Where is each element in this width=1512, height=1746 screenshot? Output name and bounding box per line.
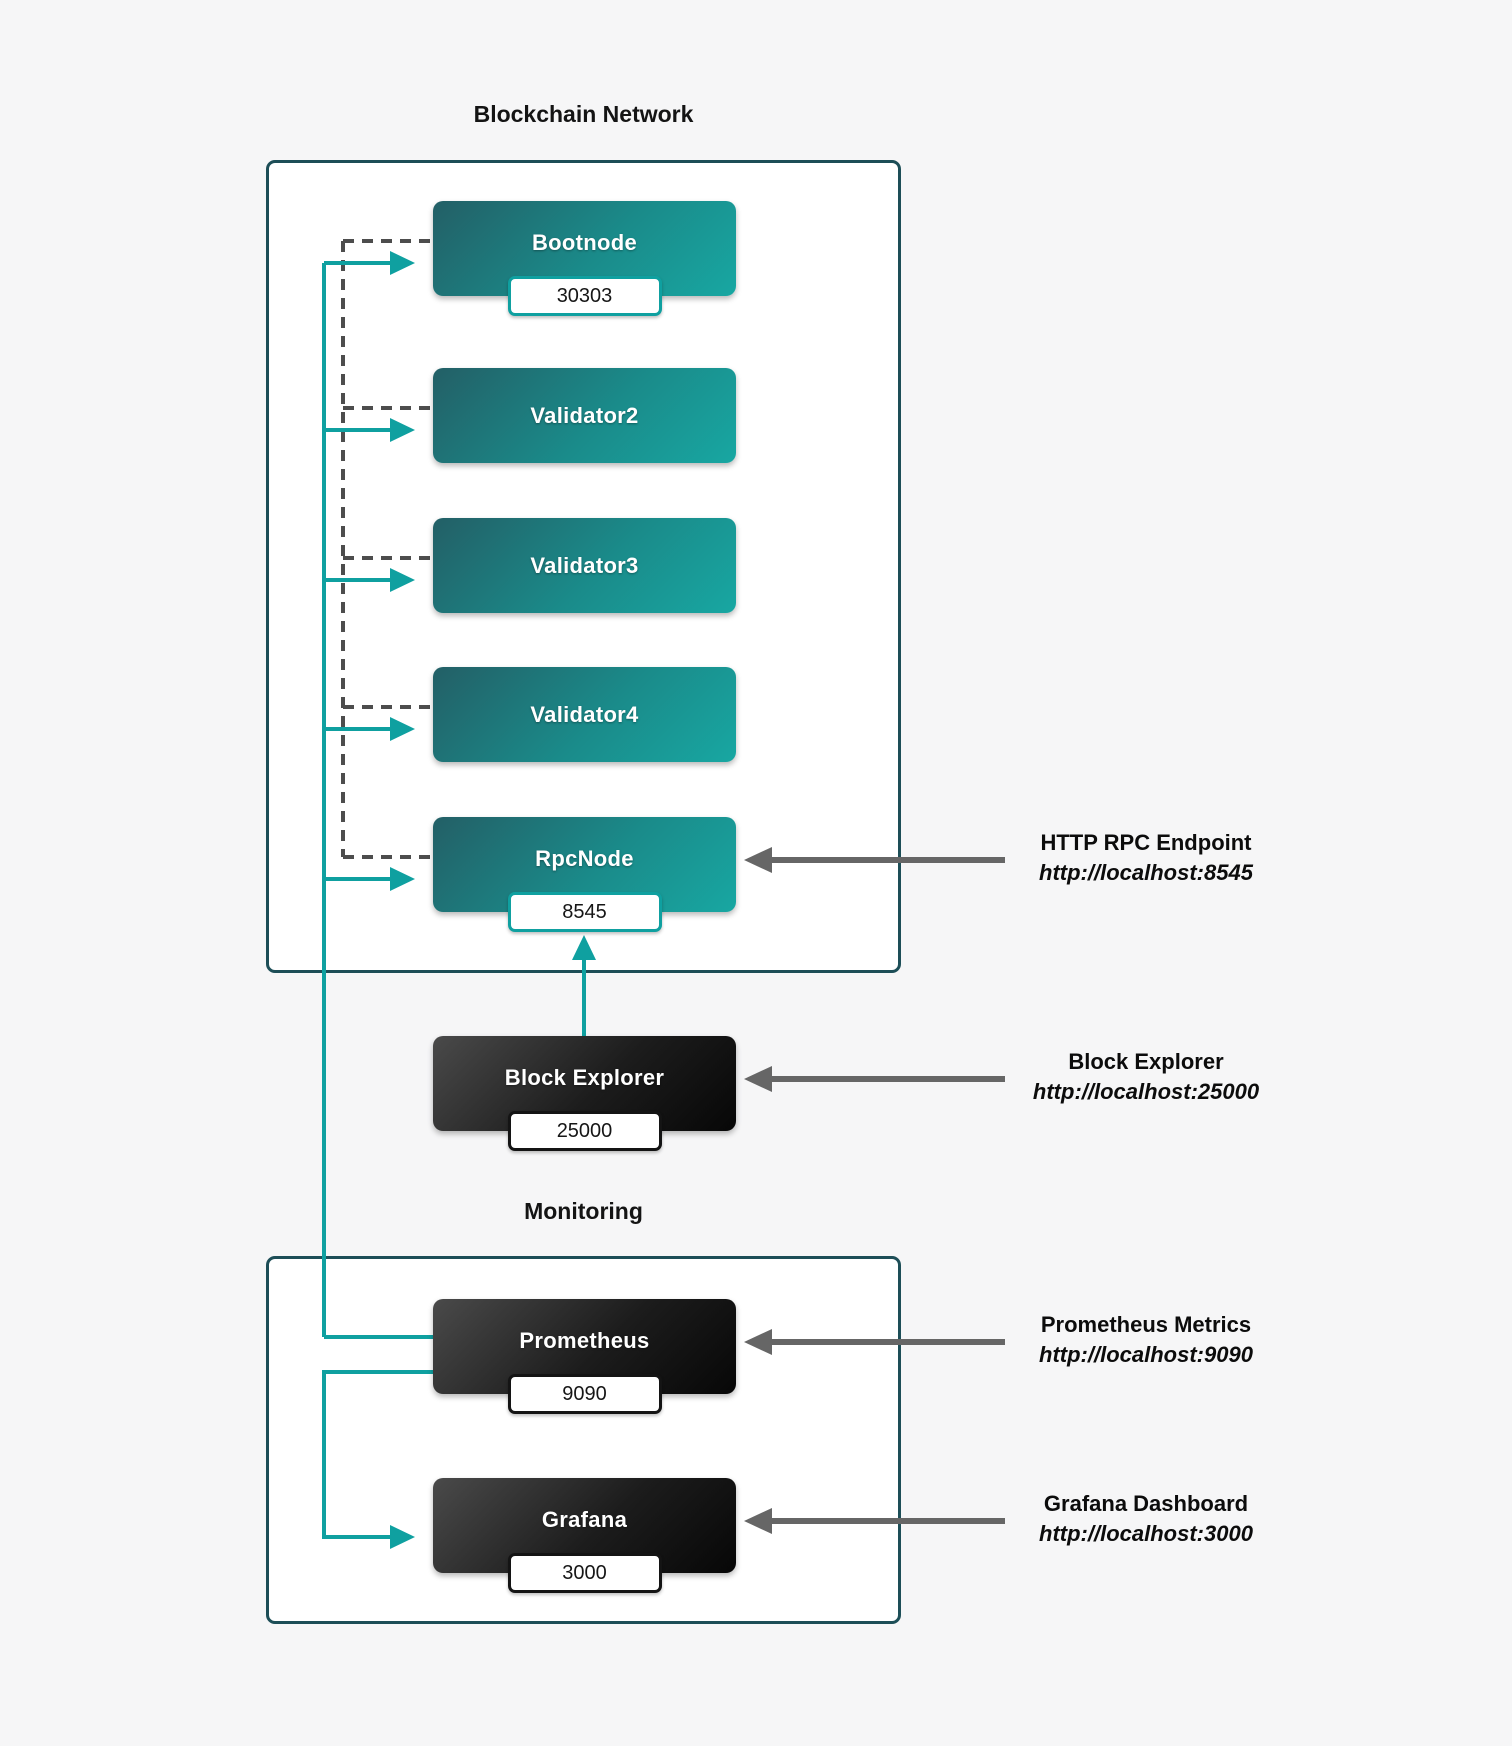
arrowhead-rpc-endpoint [744,847,772,873]
annotation-title: Grafana Dashboard [1043,1491,1249,1516]
node-prometheus: Prometheus 9090 [433,1299,736,1414]
annotation-http-rpc-endpoint: HTTP RPC Endpoint http://localhost:8545 [956,828,1336,888]
node-validator2: Validator2 [433,368,736,463]
port-badge-3000: 3000 [507,1553,662,1593]
annotation-title: HTTP RPC Endpoint [1040,830,1252,855]
port-badge-8545: 8545 [507,892,662,932]
arrowhead-bootnode [390,251,415,275]
node-bootnode: Bootnode 30303 [433,201,736,316]
node-label: Validator4 [530,701,639,727]
annotation-url: http://localhost:25000 [1032,1079,1260,1104]
teal-flow-lines [322,251,596,1549]
node-label: Block Explorer [504,1064,665,1090]
node-label: Bootnode [531,229,638,255]
node-label: Grafana [541,1506,628,1532]
cluster-title-blockchain-network: Blockchain Network [473,101,694,127]
arrowhead-prometheus [744,1329,772,1355]
arrowhead-block-explorer [744,1066,772,1092]
cluster-title-monitoring: Monitoring [524,1198,643,1224]
annotation-url: http://localhost:8545 [1039,860,1253,885]
arrowhead-grafana-dashboard [744,1508,772,1534]
arrowhead-validator4 [390,717,415,741]
annotation-block-explorer: Block Explorer http://localhost:25000 [956,1047,1336,1107]
annotation-title: Prometheus Metrics [1040,1312,1252,1337]
annotation-title: Block Explorer [1068,1049,1224,1074]
node-grafana: Grafana 3000 [433,1478,736,1593]
annotation-url: http://localhost:3000 [1039,1521,1253,1546]
node-label: Validator2 [530,402,639,428]
arrowhead-validator3 [390,568,415,592]
node-validator3: Validator3 [433,518,736,613]
gray-annotation-arrows [744,847,1005,1534]
port-badge-9090: 9090 [507,1374,662,1414]
node-rpcnode: RpcNode 8545 [433,817,736,932]
arrowhead-explorer-to-rpcnode [572,935,596,960]
dashed-peering-lines [341,239,433,859]
annotation-url: http://localhost:9090 [1039,1342,1253,1367]
node-label: Prometheus [519,1327,650,1353]
node-block-explorer: Block Explorer 25000 [433,1036,736,1151]
arrowhead-validator2 [390,418,415,442]
node-validator4: Validator4 [433,667,736,762]
annotation-grafana-dashboard: Grafana Dashboard http://localhost:3000 [956,1489,1336,1549]
node-label: RpcNode [535,845,634,871]
arrowhead-grafana [390,1525,415,1549]
annotation-prometheus-metrics: Prometheus Metrics http://localhost:9090 [956,1310,1336,1370]
arrowhead-rpcnode [390,867,415,891]
port-badge-25000: 25000 [507,1111,662,1151]
port-badge-30303: 30303 [507,276,662,316]
node-label: Validator3 [530,552,639,578]
